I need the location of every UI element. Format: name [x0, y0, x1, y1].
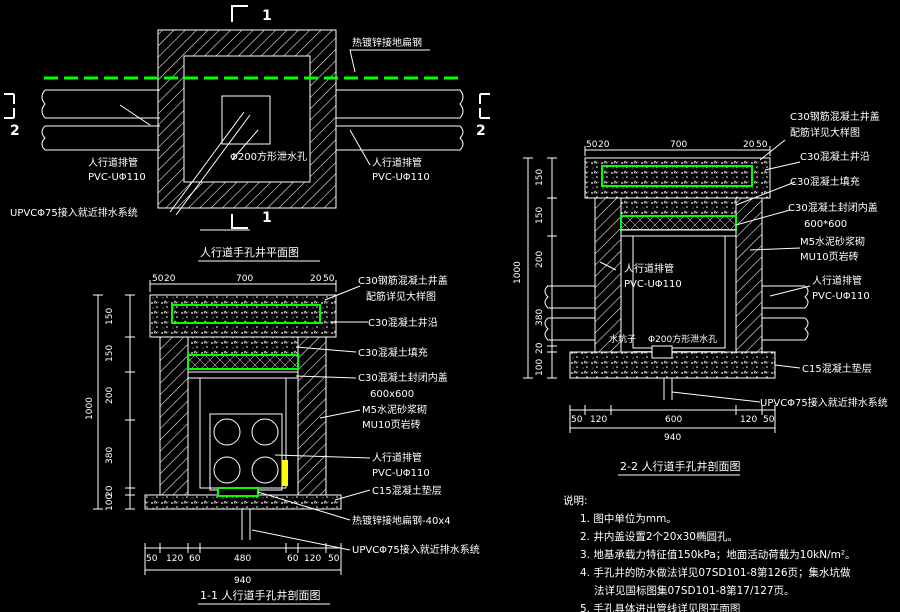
s1-label-ground-strip: 热镀锌接地扁钢-40x4: [352, 514, 451, 527]
s2-left-dim-6: 100: [535, 359, 545, 376]
cut-2-left: 2: [10, 123, 20, 139]
s1-total-width: 940: [234, 576, 251, 586]
s1-label-cover-ref: 配筋详见大样图: [366, 290, 436, 303]
pipe-right-upper: [336, 89, 460, 119]
s1-label-mortar: M5水泥砂浆砌: [362, 403, 427, 416]
pipe-left-label-2: PVC-UΦ110: [88, 172, 146, 183]
s1-label-brick: MU10页岩砖: [362, 418, 421, 431]
note-1: 1. 图中单位为mm。: [580, 512, 677, 525]
s2-sump-label: 水坑子: [609, 333, 636, 345]
s1-label-drain: UPVCΦ75接入就近排水系统: [352, 543, 480, 556]
s1-left-dim-2: 150: [105, 345, 115, 362]
note-4-cont: 法详见国标图集07SD101-8第17/127页。: [594, 584, 795, 597]
s1-bot-dim-5: 60: [287, 554, 299, 564]
s2-label-pipe-right-1: 人行道排管: [812, 274, 862, 287]
s2-bot-dim-2: 120: [590, 415, 607, 425]
s2-bot-dim-1: 50: [571, 415, 583, 425]
s1-top-dim-2: 20: [164, 274, 176, 284]
s1-left-dim-3: 200: [105, 387, 115, 404]
drain-hole-label: Φ200方形泄水孔: [230, 150, 307, 163]
s2-left-dim-3: 200: [535, 251, 545, 268]
section-1-title: 1-1 人行道手孔井剖面图: [200, 588, 320, 602]
s2-left-dim-1: 150: [535, 169, 545, 186]
pipe-left-upper: [45, 89, 160, 119]
section-2-title: 2-2 人行道手孔井剖面图: [620, 459, 740, 473]
s2-top-dim-4: 20: [743, 140, 755, 150]
s1-label-inner-cover: C30混凝土封闭内盖: [358, 371, 448, 384]
s2-label-mortar: M5水泥砂浆砌: [800, 235, 865, 248]
s1-bot-dim-1: 50: [146, 554, 158, 564]
s1-total-height: 1000: [85, 397, 95, 420]
s2-total-height: 1000: [513, 261, 523, 284]
cut-2-right: 2: [476, 123, 486, 139]
s2-bot-dim-3: 600: [665, 415, 682, 425]
s1-left-dim-1: 150: [105, 308, 115, 325]
s1-label-fill: C30混凝土填充: [358, 346, 428, 359]
s2-label-brick: MU10页岩砖: [800, 250, 859, 263]
s2-label-size: 600*600: [804, 219, 847, 230]
cut-1-top: 1: [262, 8, 272, 24]
s1-left-dim-4: 380: [105, 447, 115, 464]
s1-bot-dim-7: 50: [328, 554, 340, 564]
pipe-right-label-1: 人行道排管: [372, 156, 422, 169]
s1-bot-dim-2: 120: [166, 554, 183, 564]
s1-label-base: C15混凝土垫层: [372, 484, 442, 497]
notes-heading: 说明:: [563, 494, 588, 507]
note-5: 5. 手孔具体进出管线详见图平面图: [580, 602, 740, 612]
plan-view: [4, 5, 490, 231]
s1-bot-dim-6: 120: [304, 554, 321, 564]
s1-top-dim-1: 50: [152, 274, 164, 284]
s2-bot-dim-5: 50: [763, 415, 775, 425]
s1-label-pipe-1: 人行道排管: [372, 451, 422, 464]
s2-label-inner-cover: C30混凝土封闭内盖: [788, 201, 878, 214]
s2-label-pipe-left-1: 人行道排管: [624, 262, 674, 275]
s2-top-dim-3: 700: [670, 140, 687, 150]
note-4: 4. 手孔井的防水做法详见07SD101-8第126页；集水坑做: [580, 566, 851, 579]
s1-top-dim-4: 20: [310, 274, 322, 284]
yellow-marker: [282, 460, 288, 486]
pipe-left-label-1: 人行道排管: [88, 156, 138, 169]
s2-label-rim: C30混凝土井沿: [800, 150, 870, 163]
plan-title: 人行道手孔井平面图: [200, 245, 299, 259]
s1-bot-dim-3: 60: [189, 554, 201, 564]
s2-label-drain: UPVCΦ75接入就近排水系统: [760, 396, 888, 409]
s2-drain-hole-label: Φ200方形泄水孔: [648, 333, 717, 345]
s1-left-dim-5: 20: [105, 485, 115, 497]
s1-label-cover: C30钢筋混凝土井盖: [358, 274, 448, 287]
s2-left-dim-4: 380: [535, 309, 545, 326]
s2-label-fill: C30混凝土填充: [790, 175, 860, 188]
note-3: 3. 地基承载力特征值150kPa；地面活动荷载为10kN/m²。: [580, 548, 856, 561]
pipe-right-lower: [336, 125, 460, 151]
s2-top-dim-5: 50: [756, 140, 768, 150]
s2-label-pipe-right-2: PVC-UΦ110: [812, 291, 870, 302]
s2-top-dim-2: 20: [598, 140, 610, 150]
pipe-left-lower: [45, 125, 160, 151]
s1-label-size: 600x600: [370, 389, 414, 400]
section-1-drawing: [93, 280, 371, 575]
note-2: 2. 井内盖设置2个20x30椭圆孔。: [580, 530, 738, 543]
s2-bot-dim-4: 120: [740, 415, 757, 425]
s1-label-rim: C30混凝土井沿: [368, 316, 438, 329]
s2-label-cover-ref: 配筋详见大样图: [790, 126, 860, 139]
s1-left-dim-6: 100: [105, 494, 115, 511]
s1-top-dim-3: 700: [236, 274, 253, 284]
ground-strip-label: 热镀锌接地扁钢: [352, 36, 422, 49]
s1-label-pipe-2: PVC-UΦ110: [372, 468, 430, 479]
s1-top-dim-5: 50: [323, 274, 335, 284]
s2-total-width: 940: [664, 433, 681, 443]
drain-pipe-label: UPVCΦ75接入就近排水系统: [10, 206, 138, 219]
s2-top-dim-1: 50: [586, 140, 598, 150]
s2-label-base: C15混凝土垫层: [802, 362, 872, 375]
s2-label-cover: C30钢筋混凝土井盖: [790, 110, 880, 123]
drain-pipe-line: [175, 114, 251, 216]
pipe-right-label-2: PVC-UΦ110: [372, 172, 430, 183]
s1-bot-dim-4: 480: [234, 554, 251, 564]
s2-label-pipe-left-2: PVC-UΦ110: [624, 279, 682, 290]
s2-left-dim-2: 150: [535, 207, 545, 224]
s2-left-dim-5: 20: [535, 342, 545, 354]
cut-1-bottom: 1: [262, 210, 272, 226]
section-2-drawing: [523, 139, 811, 433]
